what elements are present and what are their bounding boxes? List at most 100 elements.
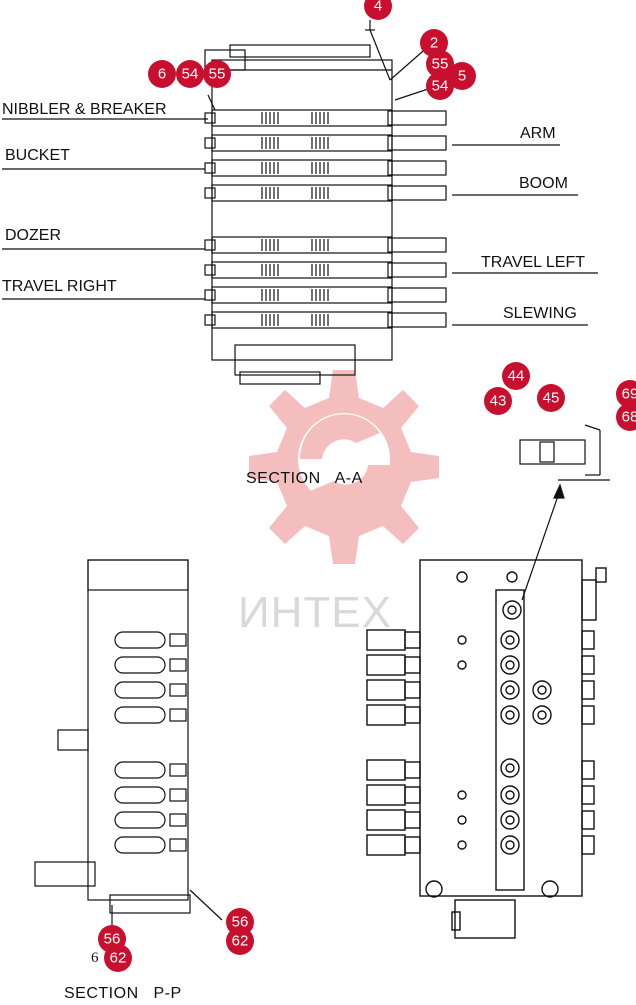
port-circle — [500, 655, 520, 675]
callout-number: 45 — [543, 390, 560, 407]
spool-row — [211, 236, 393, 254]
label-leader-lines — [2, 118, 598, 326]
slot-shape — [114, 706, 166, 724]
slot-shape — [114, 681, 166, 699]
label-arm: ARM — [520, 125, 556, 142]
port-block — [581, 680, 595, 700]
solenoid-neck — [404, 836, 421, 854]
spool-cap — [387, 135, 447, 151]
spool-row — [211, 134, 393, 152]
stray-callout-text: 6 — [91, 950, 99, 966]
slot-fitting — [169, 813, 187, 827]
spool-cap — [387, 287, 447, 303]
callout-circle — [176, 60, 204, 88]
callout-badge: 43 — [484, 387, 512, 415]
label-nibbler-breaker: NIBBLER & BREAKER — [2, 101, 167, 118]
bolt-hole — [457, 660, 467, 670]
port-circle — [500, 680, 520, 700]
port-block — [581, 630, 595, 650]
port-center — [505, 763, 515, 773]
solenoid-neck — [404, 706, 421, 724]
callout-badge: 45 — [537, 384, 565, 412]
solenoid-block — [366, 834, 406, 856]
label-travel-right: TRAVEL RIGHT — [2, 278, 117, 295]
slot-fitting — [169, 788, 187, 802]
solenoid-neck — [404, 786, 421, 804]
callout-number: 2 — [430, 35, 438, 52]
callout-badge: 54 — [426, 72, 454, 100]
port-center — [505, 840, 515, 850]
slot-fitting — [169, 838, 187, 852]
spool-end — [204, 137, 216, 149]
port-circle — [500, 705, 520, 725]
callout-number: 6 — [158, 66, 166, 83]
callout-circle — [502, 362, 530, 390]
port-block — [581, 810, 595, 830]
callout-circle — [616, 380, 636, 408]
callout-number: 54 — [182, 66, 199, 83]
port-center — [537, 685, 547, 695]
solenoid-neck — [404, 631, 421, 649]
callout-number: 62 — [110, 950, 127, 967]
port-center — [507, 605, 517, 615]
left-solenoid-blocks — [366, 629, 421, 856]
spool-row — [211, 184, 393, 202]
port-circle — [502, 600, 522, 620]
label-travel-left: TRAVEL LEFT — [481, 254, 586, 271]
callout-number: 55 — [209, 66, 226, 83]
solenoid-block — [366, 654, 406, 676]
callout-number: 44 — [508, 368, 525, 385]
callout-circle — [537, 384, 565, 412]
bolt-hole — [457, 790, 467, 800]
slot-fitting — [169, 708, 187, 722]
section-pp-drawing — [34, 559, 223, 935]
label-slewing: SLEWING — [503, 305, 577, 322]
label-bucket: BUCKET — [5, 147, 70, 164]
pp-slot-shapes — [114, 631, 187, 854]
spool-end — [204, 239, 216, 251]
slot-fitting — [169, 633, 187, 647]
callout-badge: 6 — [148, 60, 176, 88]
spool-row — [211, 159, 393, 177]
spool-cap — [387, 312, 447, 328]
callout-number: 54 — [432, 78, 449, 95]
port-center — [537, 710, 547, 720]
watermark-text: ИНТЕХ — [238, 588, 392, 637]
spool-end — [204, 187, 216, 199]
callout-circle — [364, 0, 392, 20]
callout-badge: 55 — [426, 50, 454, 78]
callout-badge: 44 — [502, 362, 530, 390]
bolt-hole — [457, 815, 467, 825]
spool-end — [204, 162, 216, 174]
section-pp-title: SECTION P-P — [64, 985, 182, 1002]
slot-fitting — [169, 683, 187, 697]
solenoid-neck — [404, 681, 421, 699]
spool-end — [204, 289, 216, 301]
callout-circle — [426, 50, 454, 78]
port-block — [581, 785, 595, 805]
slot-shape — [114, 656, 166, 674]
port-circle — [500, 785, 520, 805]
bolt-hole — [457, 635, 467, 645]
callout-number: 5 — [458, 68, 466, 85]
callout-number: 43 — [490, 393, 507, 410]
port-center — [505, 685, 515, 695]
callout-circle — [426, 72, 454, 100]
callout-badge: 69 — [616, 380, 636, 408]
solenoid-block — [366, 704, 406, 726]
callout-badge: 55 — [203, 60, 231, 88]
callout-circle — [104, 944, 132, 972]
solenoid-block — [366, 784, 406, 806]
port-center — [505, 710, 515, 720]
callout-circle — [448, 62, 476, 90]
spool-row — [211, 311, 393, 329]
spool-end — [204, 264, 216, 276]
slot-shape — [114, 631, 166, 649]
port-block — [581, 705, 595, 725]
callout-badge: 62 — [104, 944, 132, 972]
solenoid-block — [366, 679, 406, 701]
callout-number: 56 — [104, 931, 121, 948]
